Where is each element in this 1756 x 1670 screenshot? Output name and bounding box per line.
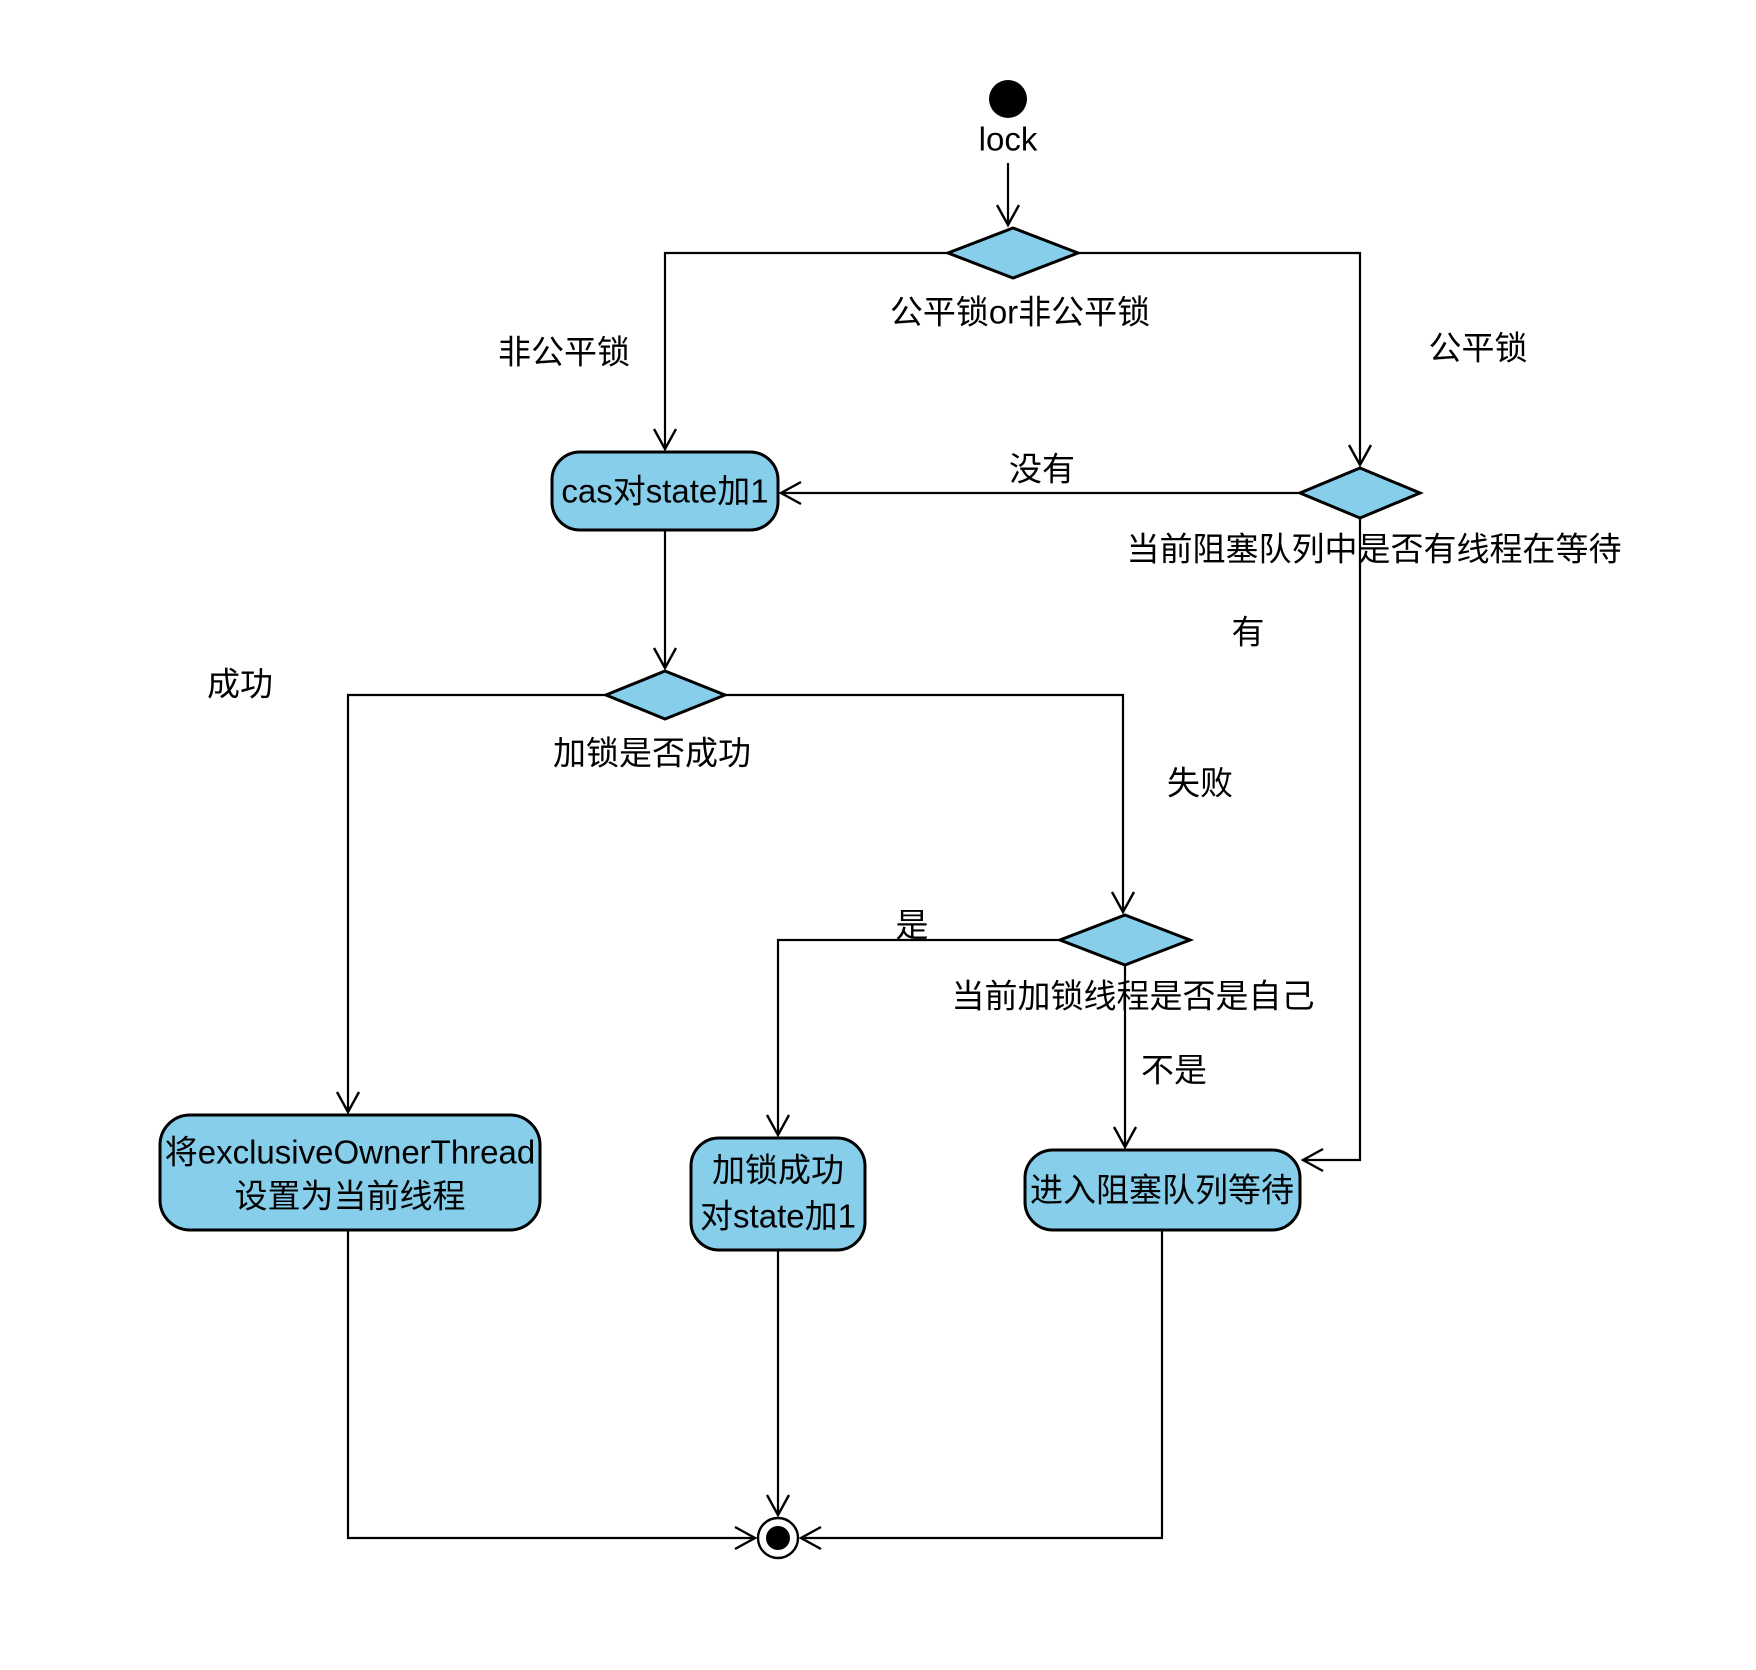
edges-layer (335, 163, 1373, 1551)
edge-label-no-waiting: 没有 (1009, 451, 1075, 488)
decision-queue-waiting (1296, 466, 1424, 520)
edge-label-fail: 失败 (1167, 765, 1233, 802)
edge-set-owner-to-end (346, 1230, 758, 1551)
action-set-owner-box (158, 1113, 542, 1232)
start-node (989, 80, 1027, 118)
edge-label-yes: 是 (896, 907, 929, 944)
edge-label-has-waiting: 有 (1232, 614, 1265, 651)
action-set-owner-label-line1: 将exclusiveOwnerThread (165, 1134, 535, 1171)
edge-label-fair-or-unfair-question: 公平锁or非公平锁 (890, 294, 1150, 331)
action-set-owner-label-line2: 设置为当前线程 (235, 1178, 466, 1215)
edge-label-fair: 公平锁 (1429, 330, 1528, 367)
edge-label-not-self: 不是 (1141, 1052, 1207, 1089)
end-node-inner-dot (766, 1526, 790, 1550)
edge-success-branch (335, 693, 606, 1115)
edge-label-unfair: 非公平锁 (498, 334, 630, 371)
decision-label-lock-success: 加锁是否成功 (553, 735, 751, 772)
decision-label-owner-is-self: 当前加锁线程是否是自己 (952, 978, 1315, 1015)
action-reentrant-label-line2: 对state加1 (700, 1198, 856, 1235)
action-reentrant-box (689, 1136, 867, 1252)
edge-labels-layer: 公平锁or非公平锁 非公平锁 公平锁 没有 当前阻塞队列中是否有线程在等待 有 … (207, 294, 1622, 1089)
edge-yes-branch (765, 938, 1060, 1138)
start-node-label: lock (979, 121, 1038, 158)
edge-label-success: 成功 (207, 666, 273, 703)
action-enqueue-box (1023, 1148, 1302, 1232)
edge-enqueue-to-end (798, 1230, 1164, 1551)
edge-fair-branch (1078, 251, 1373, 468)
action-enqueue-label: 进入阻塞队列等待 (1030, 1172, 1294, 1209)
edge-fail-branch (725, 693, 1136, 915)
action-cas-state-box (550, 450, 780, 532)
edge-has-waiting-branch (1300, 518, 1362, 1173)
decision-fair-or-unfair (943, 226, 1083, 280)
action-cas-state-label: cas对state加1 (561, 473, 768, 510)
decision-label-queue-waiting: 当前阻塞队列中是否有线程在等待 (1127, 531, 1622, 568)
action-reentrant-label-line1: 加锁成功 (712, 1152, 844, 1189)
decision-lock-success (602, 669, 730, 721)
edge-unfair-branch (652, 251, 948, 452)
nodes-layer: lock cas对state加1 将exclusiveOwnerThread 设… (158, 80, 1424, 1560)
decision-owner-is-self (1055, 913, 1195, 967)
